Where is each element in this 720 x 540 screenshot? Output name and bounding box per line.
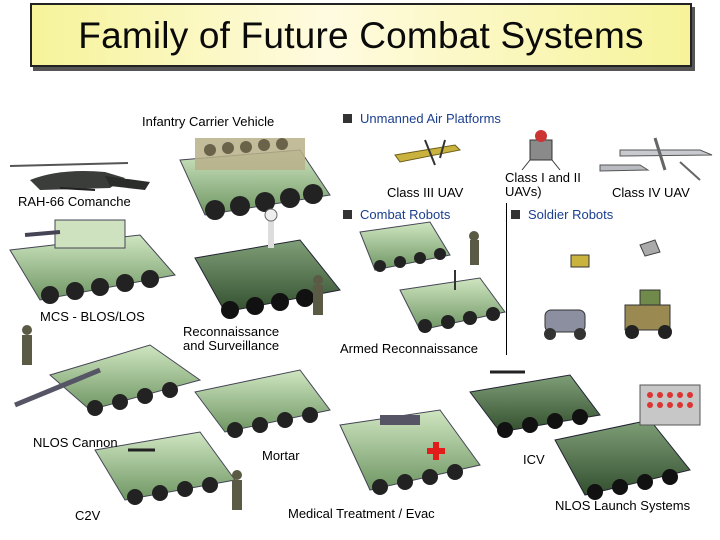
armed-recon-label: Armed Reconnaissance xyxy=(340,341,479,356)
soldier-robot-icon xyxy=(544,239,672,340)
section-soldier-robots-label: Soldier Robots xyxy=(528,207,614,222)
section-combat-robots-label: Combat Robots xyxy=(360,207,451,222)
class-iii-uav-icon xyxy=(394,139,462,166)
bullet-icon xyxy=(343,114,352,123)
section-divider xyxy=(506,203,507,355)
class12-label-line1: Class I and II xyxy=(505,170,581,185)
class12-label-line2: UAVs) xyxy=(505,184,542,199)
c2v-vehicle-icon xyxy=(94,431,236,505)
icv-vehicle-icon xyxy=(554,384,701,500)
medical-vehicle-icon xyxy=(339,409,481,495)
recon-vehicle-icon xyxy=(194,208,341,319)
class4-label: Class IV UAV xyxy=(612,185,690,200)
mcs-vehicle-icon xyxy=(9,219,176,304)
section-combat-robots: Combat Robots xyxy=(343,207,450,222)
class3-label: Class III UAV xyxy=(387,185,464,200)
recon-label-line2: and Surveillance xyxy=(183,338,280,353)
armed-recon-vehicle-icon xyxy=(469,370,601,438)
infantry-carrier-vehicle-icon xyxy=(179,138,331,220)
c2v-label: C2V xyxy=(75,508,101,523)
infantry-carrier-label: Infantry Carrier Vehicle xyxy=(142,114,275,129)
class-iv-uav-icon xyxy=(599,137,713,181)
section-soldier-robots: Soldier Robots xyxy=(511,207,613,222)
title-banner: Family of Future Combat Systems xyxy=(30,3,692,67)
comanche-label: RAH-66 Comanche xyxy=(18,194,131,209)
bullet-icon xyxy=(511,210,520,219)
section-uav-label: Unmanned Air Platforms xyxy=(360,111,501,126)
section-uav: Unmanned Air Platforms xyxy=(343,111,501,126)
red-cross-icon xyxy=(427,442,445,460)
recon-label-line1: Reconnaissance xyxy=(183,324,280,339)
page-title: Family of Future Combat Systems xyxy=(78,15,644,56)
helicopter-icon xyxy=(9,162,150,191)
nlos-cannon-label: NLOS Cannon xyxy=(33,435,118,450)
soldier-icon xyxy=(22,231,479,510)
nlos-launch-label: NLOS Launch Systems xyxy=(555,498,691,513)
combat-robot-icon xyxy=(359,221,451,272)
mortar-label: Mortar xyxy=(262,448,300,463)
mcs-label: MCS - BLOS/LOS xyxy=(40,309,145,324)
icv-label: ICV xyxy=(523,452,545,467)
bullet-icon xyxy=(343,210,352,219)
medical-label: Medical Treatment / Evac xyxy=(288,506,435,521)
class-i-ii-uav-icon xyxy=(521,130,561,171)
mortar-vehicle-icon xyxy=(194,369,331,438)
armed-recon-robot-icon xyxy=(399,270,506,333)
nlos-cannon-icon xyxy=(14,344,202,416)
